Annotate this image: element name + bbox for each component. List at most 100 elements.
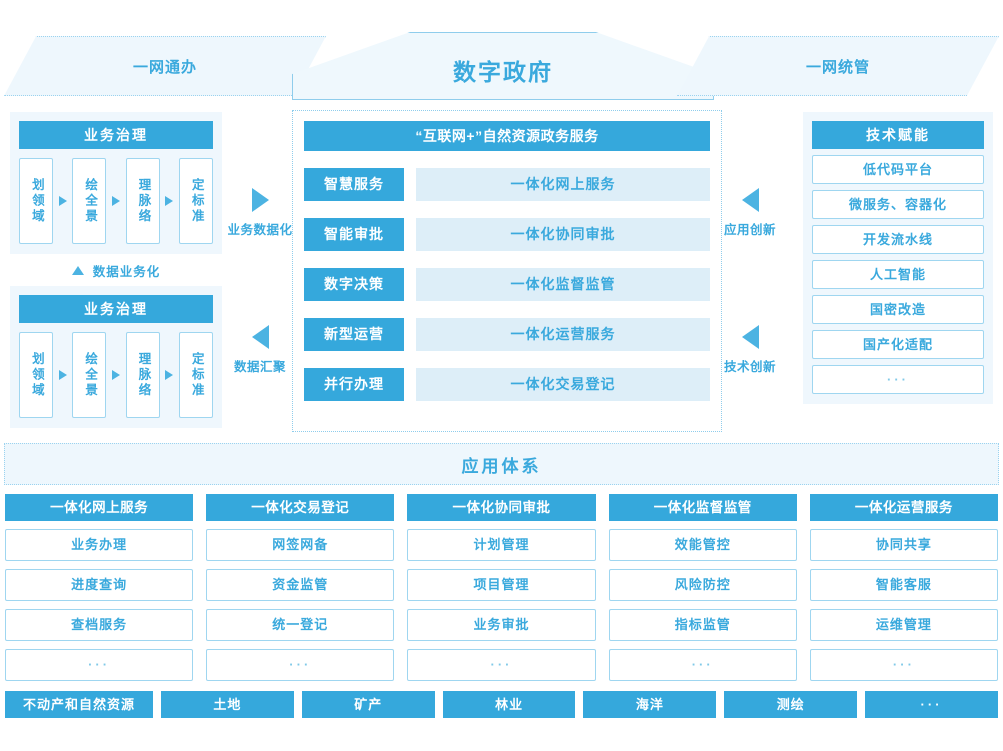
block-1-title: 业务治理	[19, 121, 213, 149]
banner-center-label: 数字政府	[453, 59, 553, 85]
service-value[interactable]: 一体化协同审批	[416, 218, 710, 251]
app-cell[interactable]: 业务审批	[407, 609, 596, 641]
tech-item[interactable]: 国产化适配	[812, 330, 984, 359]
app-column-header[interactable]: 一体化协同审批	[407, 494, 596, 521]
tech-item[interactable]: 微服务、容器化	[812, 190, 984, 219]
business-governance-block-1: 业务治理 划领域 绘全景 理脉络 定标准	[10, 112, 222, 254]
service-row: 并行办理 一体化交易登记	[304, 368, 710, 401]
banner-right-label: 一网统管	[805, 58, 870, 76]
application-system-banner: 应用体系	[4, 443, 999, 485]
arrow-label: 技术创新	[723, 360, 776, 374]
arrow-label: 业务数据化	[227, 223, 293, 237]
service-row: 新型运营 一体化运营服务	[304, 318, 710, 351]
block-2-steps: 划领域 绘全景 理脉络 定标准	[19, 332, 213, 418]
app-cell[interactable]: 运维管理	[809, 609, 999, 641]
app-column-supervision: 一体化监督监管 效能管控 风险防控 指标监管 ···	[608, 494, 797, 681]
app-cell[interactable]: 查档服务	[5, 609, 194, 641]
step-arrow-icon	[160, 332, 179, 418]
app-cell[interactable]: 智能客服	[809, 569, 999, 601]
app-column-header[interactable]: 一体化监督监管	[608, 494, 797, 521]
step-box[interactable]: 绘全景	[72, 158, 107, 244]
app-cell[interactable]: 效能管控	[608, 529, 797, 561]
triangle-left-icon	[251, 325, 269, 349]
arrow-data-aggregation: 数据汇聚	[222, 325, 298, 375]
domain-tag[interactable]: 林业	[442, 691, 576, 718]
app-cell[interactable]: 风险防控	[608, 569, 797, 601]
data-businessization-label-row: 数据业务化	[10, 261, 222, 280]
tech-item[interactable]: 国密改造	[812, 295, 984, 324]
domain-tag[interactable]: 海洋	[583, 691, 717, 718]
service-key[interactable]: 智能审批	[304, 218, 404, 251]
app-column-header[interactable]: 一体化运营服务	[809, 494, 999, 521]
domain-tag[interactable]: 矿产	[301, 691, 435, 718]
step-box[interactable]: 定标准	[178, 332, 213, 418]
app-cell-more[interactable]: ···	[809, 649, 999, 681]
app-cell[interactable]: 业务办理	[5, 529, 194, 561]
step-arrow-icon	[53, 332, 72, 418]
block-1-steps: 划领域 绘全景 理脉络 定标准	[19, 158, 213, 244]
service-key[interactable]: 数字决策	[304, 268, 404, 301]
app-column-operation-service: 一体化运营服务 协同共享 智能客服 运维管理 ···	[809, 494, 999, 681]
service-row: 智能审批 一体化协同审批	[304, 218, 710, 251]
app-cell[interactable]: 网签网备	[206, 529, 395, 561]
service-key[interactable]: 新型运营	[304, 318, 404, 351]
service-row: 数字决策 一体化监督监管	[304, 268, 710, 301]
triangle-left-icon	[741, 325, 759, 349]
service-value[interactable]: 一体化交易登记	[416, 368, 710, 401]
arrow-label: 应用创新	[723, 223, 776, 237]
app-cell[interactable]: 计划管理	[407, 529, 596, 561]
service-key[interactable]: 并行办理	[304, 368, 404, 401]
app-cell-more[interactable]: ···	[5, 649, 194, 681]
app-cell[interactable]: 项目管理	[407, 569, 596, 601]
domain-tag[interactable]: 不动产和自然资源	[5, 691, 153, 718]
step-arrow-icon	[106, 332, 125, 418]
banner-right: 一网统管	[677, 36, 999, 96]
center-panel: “互联网+”自然资源政务服务 智慧服务 一体化网上服务 智能审批 一体化协同审批…	[292, 110, 722, 432]
app-cell[interactable]: 协同共享	[809, 529, 999, 561]
arrow-technology-innovation: 技术创新	[712, 325, 788, 375]
right-column: 技术赋能 低代码平台 微服务、容器化 开发流水线 人工智能 国密改造 国产化适配…	[803, 112, 993, 404]
arrow-application-innovation: 应用创新	[712, 188, 788, 238]
app-cell-more[interactable]: ···	[206, 649, 395, 681]
business-governance-block-2: 业务治理 划领域 绘全景 理脉络 定标准	[10, 286, 222, 428]
triangle-up-icon	[71, 266, 84, 275]
tech-item[interactable]: 人工智能	[812, 260, 984, 289]
app-cell[interactable]: 进度查询	[5, 569, 194, 601]
step-box[interactable]: 划领域	[19, 332, 53, 418]
banner-left: 一网通办	[4, 36, 326, 96]
app-cell[interactable]: 统一登记	[206, 609, 395, 641]
application-system-section: 应用体系 一体化网上服务 业务办理 进度查询 查档服务 ··· 一体化交易登记 …	[0, 443, 1003, 718]
step-box[interactable]: 理脉络	[125, 332, 160, 418]
tech-item-more[interactable]: ···	[812, 365, 984, 394]
tech-item[interactable]: 开发流水线	[812, 225, 984, 254]
application-columns: 一体化网上服务 业务办理 进度查询 查档服务 ··· 一体化交易登记 网签网备 …	[0, 494, 1003, 681]
application-system-title: 应用体系	[461, 456, 542, 476]
service-value[interactable]: 一体化监督监管	[416, 268, 710, 301]
app-column-online-service: 一体化网上服务 业务办理 进度查询 查档服务 ···	[5, 494, 194, 681]
step-box[interactable]: 绘全景	[72, 332, 107, 418]
service-value[interactable]: 一体化运营服务	[416, 318, 710, 351]
app-cell-more[interactable]: ···	[407, 649, 596, 681]
app-column-transaction-registration: 一体化交易登记 网签网备 资金监管 统一登记 ···	[206, 494, 395, 681]
app-column-header[interactable]: 一体化交易登记	[206, 494, 395, 521]
domain-tag[interactable]: 土地	[161, 691, 294, 718]
step-box[interactable]: 定标准	[178, 158, 213, 244]
center-panel-title: “互联网+”自然资源政务服务	[304, 121, 710, 151]
block-2-title: 业务治理	[19, 295, 213, 323]
app-cell[interactable]: 指标监管	[608, 609, 797, 641]
app-column-header[interactable]: 一体化网上服务	[5, 494, 194, 521]
middle-section: 业务治理 划领域 绘全景 理脉络 定标准 数据业务化 业务治理 划领域	[0, 110, 1003, 440]
step-arrow-icon	[106, 158, 125, 244]
domain-tag-row: 不动产和自然资源 土地 矿产 林业 海洋 测绘 ···	[0, 691, 1003, 718]
domain-tag[interactable]: 测绘	[724, 691, 858, 718]
banner-left-label: 一网通办	[132, 58, 197, 76]
service-key[interactable]: 智慧服务	[304, 168, 404, 201]
service-value[interactable]: 一体化网上服务	[416, 168, 710, 201]
app-cell[interactable]: 资金监管	[206, 569, 395, 601]
tech-item[interactable]: 低代码平台	[812, 155, 984, 184]
top-banner-row: 一网通办 数字政府 一网统管	[0, 32, 1003, 100]
domain-tag-more[interactable]: ···	[865, 691, 998, 718]
app-cell-more[interactable]: ···	[608, 649, 797, 681]
step-box[interactable]: 理脉络	[125, 158, 160, 244]
step-box[interactable]: 划领域	[19, 158, 53, 244]
